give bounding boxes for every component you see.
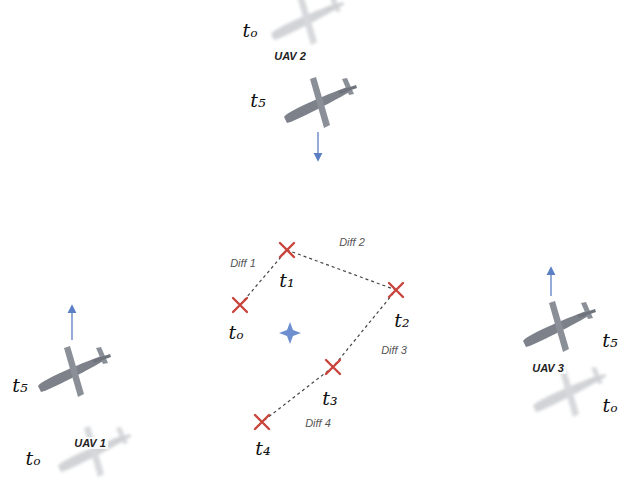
time-label: t₃ — [322, 388, 337, 409]
x-marker — [389, 283, 403, 297]
uav-name: UAV 3 — [530, 362, 566, 374]
time-label: t₅ — [250, 90, 265, 111]
time-label: t₂ — [394, 310, 409, 331]
diff-label: Diff 2 — [338, 236, 366, 248]
uav-ghost — [58, 426, 131, 477]
time-label: tₒ — [26, 448, 41, 469]
x-marker — [255, 415, 269, 429]
uav-aircraft — [38, 346, 111, 397]
x-marker — [280, 243, 294, 257]
uav-name: UAV 1 — [72, 437, 108, 449]
time-label: tₒ — [229, 322, 244, 343]
position-markers — [233, 243, 403, 429]
time-label: t₅ — [602, 330, 617, 351]
uav-aircraft — [284, 77, 357, 128]
diff-label: Diff 3 — [380, 344, 408, 356]
time-label: t₅ — [12, 375, 27, 396]
heading-arrow — [71, 306, 72, 340]
heading-arrow — [317, 132, 318, 160]
time-label: tₒ — [243, 20, 258, 41]
uav-ghost — [271, 0, 344, 45]
uav-aircraft — [523, 301, 596, 352]
time-label: t₁ — [279, 270, 294, 291]
heading-arrow — [550, 268, 551, 296]
diff-label: Diff 1 — [229, 257, 257, 269]
time-label: t₄ — [255, 438, 270, 459]
x-marker — [326, 360, 340, 374]
x-marker — [233, 298, 247, 312]
uav-name: UAV 2 — [272, 50, 308, 62]
time-label: tₒ — [603, 395, 618, 416]
diff-label: Diff 4 — [304, 417, 332, 429]
target-star — [279, 322, 301, 344]
track-line — [240, 250, 396, 422]
